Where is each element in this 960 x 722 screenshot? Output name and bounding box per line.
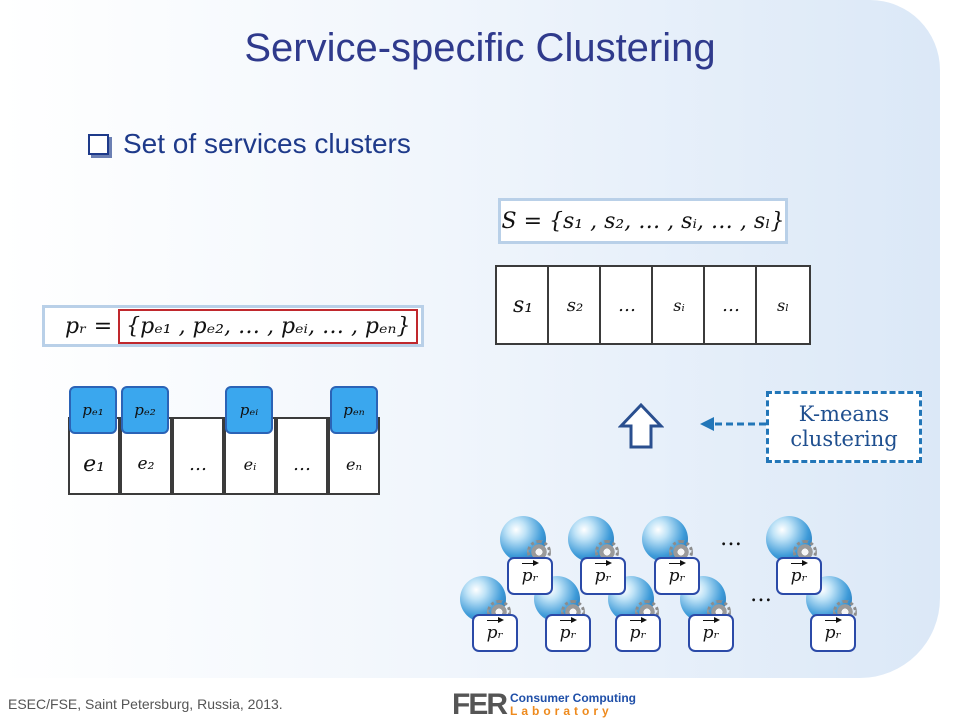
- element-profile-chip: pₑ₁: [69, 386, 117, 434]
- services-set-text: S = {s₁ , s₂, … , sᵢ, … , sₗ}: [501, 208, 785, 234]
- service-profile-label: pᵣ: [472, 614, 518, 652]
- service-profile-label: pᵣ: [688, 614, 734, 652]
- logo-line1: Consumer Computing: [510, 691, 636, 706]
- lab-logo: FER Consumer Computing Laboratory: [452, 688, 636, 722]
- element-profile-chip: pₑₙ: [330, 386, 378, 434]
- service-profile-label: pᵣ: [776, 557, 822, 595]
- profile-vector-formula: pᵣ = {pₑ₁ , pₑ₂, … , pₑᵢ, … , pₑₙ}: [42, 305, 424, 347]
- services-set-formula: S = {s₁ , s₂, … , sᵢ, … , sₗ}: [498, 198, 788, 244]
- service-cell: s₂: [547, 265, 603, 345]
- service-profile-label: pᵣ: [810, 614, 856, 652]
- logo-mark: FER: [452, 688, 508, 721]
- checkbox-bullet-icon: [88, 133, 109, 155]
- service-cell: s₁: [495, 265, 551, 345]
- kmeans-line2: clustering: [790, 427, 898, 451]
- slide-title: Service-specific Clustering: [244, 26, 716, 70]
- bullet-text: Set of services clusters: [123, 128, 411, 159]
- service-profile-label: pᵣ: [507, 557, 553, 595]
- up-arrow-icon: [618, 402, 664, 449]
- kmeans-line1: K-means: [798, 401, 890, 426]
- footer-text: ESEC/FSE, Saint Petersburg, Russia, 2013…: [8, 696, 283, 712]
- service-profile-label: pᵣ: [654, 557, 700, 595]
- element-profile-chip: pₑ₂: [121, 386, 169, 434]
- service-cell: sᵢ: [651, 265, 707, 345]
- logo-line2: Laboratory: [510, 704, 613, 718]
- service-profile-label: pᵣ: [615, 614, 661, 652]
- element-cell: …: [276, 417, 328, 495]
- element-profile-chip: pₑᵢ: [225, 386, 273, 434]
- service-cell: sₗ: [755, 265, 811, 345]
- service-profile-label: pᵣ: [545, 614, 591, 652]
- bullet-item: Set of services clusters: [88, 128, 411, 160]
- service-cell: …: [703, 265, 759, 345]
- profile-vector-lhs: pᵣ =: [65, 313, 113, 339]
- dashed-arrow-icon: [700, 417, 766, 431]
- more-services-ellipsis: …: [750, 582, 772, 607]
- element-cell: …: [172, 417, 224, 495]
- profile-vector-set: {pₑ₁ , pₑ₂, … , pₑᵢ, … , pₑₙ}: [118, 308, 419, 344]
- service-profile-label: pᵣ: [580, 557, 626, 595]
- kmeans-clustering-box: K-means clustering: [766, 391, 922, 463]
- service-cell: …: [599, 265, 655, 345]
- more-services-ellipsis: …: [720, 526, 742, 551]
